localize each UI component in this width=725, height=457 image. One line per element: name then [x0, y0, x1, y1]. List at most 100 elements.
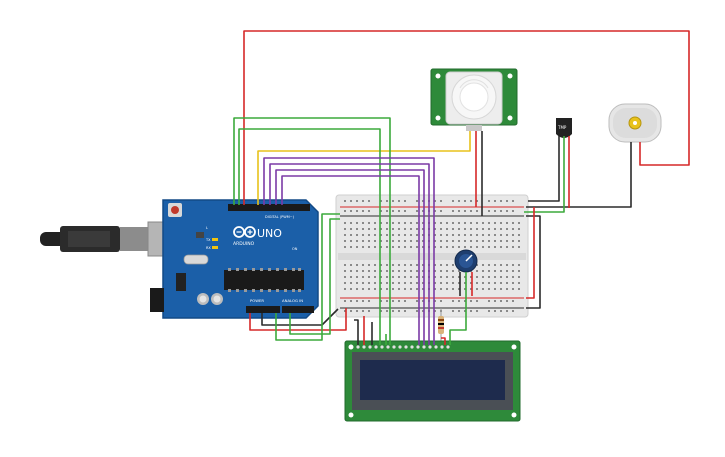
- breadboard-hole: [440, 276, 442, 278]
- breadboard-hole: [398, 310, 400, 312]
- breadboard-hole: [422, 282, 424, 284]
- breadboard-hole: [470, 222, 472, 224]
- breadboard-hole: [392, 300, 394, 302]
- breadboard-hole: [374, 276, 376, 278]
- breadboard-hole: [356, 264, 358, 266]
- breadboard-hole: [380, 288, 382, 290]
- breadboard-hole: [386, 282, 388, 284]
- breadboard-hole: [482, 240, 484, 242]
- breadboard-hole: [422, 310, 424, 312]
- breadboard-hole: [494, 270, 496, 272]
- digital-label: DIGITAL (PWM~): [265, 215, 295, 219]
- breadboard-hole: [386, 240, 388, 242]
- breadboard-hole: [416, 200, 418, 202]
- breadboard-hole: [518, 234, 520, 236]
- breadboard-hole: [482, 276, 484, 278]
- potentiometer[interactable]: [454, 249, 478, 273]
- breadboard-hole: [434, 264, 436, 266]
- breadboard-hole: [368, 210, 370, 212]
- wire-black-motor: [526, 142, 632, 208]
- breadboard-hole: [398, 264, 400, 266]
- breadboard-hole: [446, 222, 448, 224]
- breadboard-hole: [362, 240, 364, 242]
- breadboard-hole: [422, 288, 424, 290]
- breadboard-hole: [356, 222, 358, 224]
- breadboard-hole: [344, 222, 346, 224]
- breadboard-hole: [464, 228, 466, 230]
- lcd-pin: [398, 345, 402, 349]
- breadboard-hole: [440, 282, 442, 284]
- breadboard-hole: [356, 234, 358, 236]
- breadboard-hole: [518, 228, 520, 230]
- dc-motor: [608, 103, 662, 143]
- breadboard-hole: [476, 300, 478, 302]
- breadboard-hole: [410, 228, 412, 230]
- breadboard-hole: [374, 240, 376, 242]
- breadboard-hole: [494, 234, 496, 236]
- breadboard-hole: [452, 282, 454, 284]
- breadboard-hole: [434, 228, 436, 230]
- breadboard-hole: [404, 264, 406, 266]
- breadboard-hole: [512, 222, 514, 224]
- breadboard-hole: [392, 210, 394, 212]
- breadboard-hole: [452, 288, 454, 290]
- breadboard-hole: [392, 222, 394, 224]
- breadboard-hole: [494, 276, 496, 278]
- breadboard-hole: [470, 228, 472, 230]
- wire-black-tmp: [528, 136, 560, 202]
- breadboard-hole: [404, 210, 406, 212]
- breadboard-hole: [440, 210, 442, 212]
- breadboard-hole: [470, 240, 472, 242]
- breadboard-hole: [356, 270, 358, 272]
- breadboard-hole: [512, 210, 514, 212]
- breadboard-hole: [344, 288, 346, 290]
- breadboard-hole: [368, 246, 370, 248]
- breadboard-hole: [506, 222, 508, 224]
- breadboard-hole: [386, 200, 388, 202]
- breadboard-hole: [518, 288, 520, 290]
- breadboard-hole: [386, 270, 388, 272]
- board-model: UNO: [257, 227, 282, 240]
- breadboard-hole: [386, 210, 388, 212]
- breadboard-hole: [422, 270, 424, 272]
- breadboard-hole: [440, 264, 442, 266]
- breadboard-hole: [380, 282, 382, 284]
- breadboard-hole: [512, 200, 514, 202]
- breadboard-hole: [386, 288, 388, 290]
- breadboard-hole: [422, 200, 424, 202]
- wire-red-top: [243, 30, 690, 205]
- breadboard-hole: [398, 234, 400, 236]
- breadboard-hole: [392, 264, 394, 266]
- breadboard-hole: [482, 264, 484, 266]
- breadboard-hole: [512, 276, 514, 278]
- breadboard-hole: [398, 300, 400, 302]
- breadboard-hole: [380, 300, 382, 302]
- breadboard-hole: [374, 270, 376, 272]
- breadboard-hole: [452, 270, 454, 272]
- breadboard-hole: [356, 210, 358, 212]
- breadboard-hole: [398, 282, 400, 284]
- breadboard-hole: [434, 276, 436, 278]
- breadboard-hole: [434, 282, 436, 284]
- breadboard-hole: [362, 246, 364, 248]
- breadboard-hole: [470, 276, 472, 278]
- pir-motion-sensor: [430, 68, 518, 131]
- breadboard-hole: [518, 276, 520, 278]
- breadboard-hole: [488, 310, 490, 312]
- breadboard-hole: [506, 300, 508, 302]
- breadboard-hole: [350, 228, 352, 230]
- breadboard-hole: [350, 246, 352, 248]
- lcd-pin: [368, 345, 372, 349]
- breadboard-hole: [476, 246, 478, 248]
- breadboard-hole: [386, 234, 388, 236]
- breadboard-hole: [500, 228, 502, 230]
- breadboard-hole: [470, 300, 472, 302]
- breadboard-hole: [344, 246, 346, 248]
- breadboard-hole: [500, 310, 502, 312]
- breadboard-hole: [344, 300, 346, 302]
- breadboard-hole: [392, 270, 394, 272]
- wire-green-a0: [275, 213, 340, 341]
- breadboard-hole: [344, 282, 346, 284]
- wire-green-2: [238, 128, 381, 345]
- breadboard-hole: [446, 282, 448, 284]
